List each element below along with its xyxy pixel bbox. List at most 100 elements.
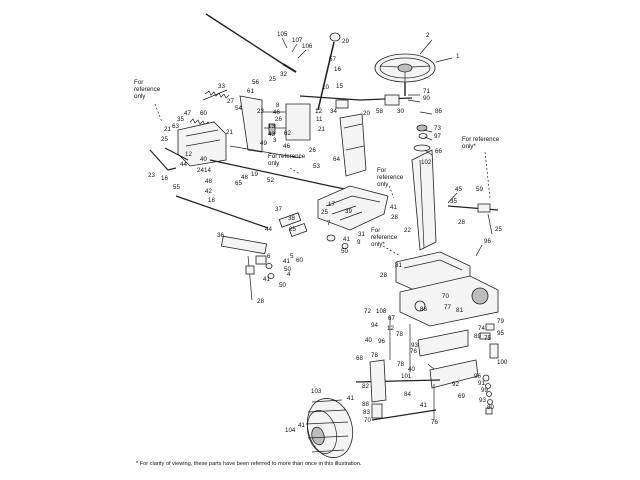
part-callout: 91: [478, 380, 485, 387]
part-callout: 8: [276, 102, 280, 109]
part-callout: 6: [267, 253, 271, 260]
reference-label-line: reference: [134, 86, 161, 93]
part-callout: 99: [481, 387, 488, 394]
part-callout: 18: [208, 197, 215, 204]
part-callout: 90: [423, 95, 430, 102]
part-callout: 95: [497, 330, 504, 337]
part-callout: 93: [479, 397, 486, 404]
part-callout: 70: [442, 293, 449, 300]
part-callout: 21: [226, 129, 233, 136]
part-callout: 28: [380, 272, 387, 279]
part-callout: 1: [456, 53, 460, 60]
part-callout: 79: [497, 318, 504, 325]
reference-label-line: For reference: [462, 136, 500, 143]
reference-label-line: reference: [371, 234, 398, 241]
part-callout: 33: [218, 83, 225, 90]
part-callout: 84: [404, 391, 411, 398]
part-callout: 46: [273, 109, 280, 116]
part-callout: 26: [309, 147, 316, 154]
part-callout: 7: [327, 220, 331, 227]
part-callout: 28: [391, 214, 398, 221]
part-callout: 23: [257, 108, 264, 115]
part-callout: 16: [161, 175, 168, 182]
reference-label-line: only: [134, 93, 146, 100]
part-callout: 105: [277, 31, 288, 38]
part-callout: 108: [376, 308, 387, 315]
part-callout: 60: [296, 257, 303, 264]
part-callout: 10: [322, 84, 329, 91]
part-callout: 37: [275, 206, 282, 213]
part-callout: 107: [292, 37, 303, 44]
part-callout: 57: [329, 56, 336, 63]
part-callout: 22: [404, 227, 411, 234]
knob-part: [329, 32, 341, 42]
part-callout: 32: [280, 71, 287, 78]
part-callout: 34: [330, 108, 337, 115]
part-callout: 5: [290, 253, 294, 260]
part-callout: 92: [452, 381, 459, 388]
part-callout: 41: [390, 204, 397, 211]
part-callout: 43: [268, 131, 275, 138]
part-callout: 47: [184, 110, 191, 117]
part-callout: 97: [434, 133, 441, 140]
part-callout: 15: [336, 83, 343, 90]
part-callout: 58: [376, 108, 383, 115]
part-callout: 94: [371, 322, 378, 329]
part-callout: 50: [279, 282, 286, 289]
part-callout: 75: [484, 335, 491, 342]
part-callout: 50: [341, 248, 348, 255]
part-callout: 76: [410, 348, 417, 355]
part-callout: 104: [285, 427, 296, 434]
part-callout: 103: [311, 388, 322, 395]
part-callout: 41: [263, 276, 270, 283]
part-callout: 78: [396, 331, 403, 338]
part-callout: 27: [227, 98, 234, 105]
part-callout: 70: [364, 417, 371, 424]
reference-label-line: only: [268, 160, 280, 167]
part-callout: 45: [455, 186, 462, 193]
part-callout: 81: [395, 262, 402, 269]
part-callout: 78: [397, 361, 404, 368]
reference-label-line: only*: [371, 241, 385, 248]
part-callout: 4: [287, 271, 291, 278]
steering-wheel: [374, 53, 436, 96]
part-callout: 52: [267, 177, 274, 184]
front-wheel: [305, 398, 354, 458]
part-callout: 36: [217, 232, 224, 239]
part-callout: 102: [421, 159, 432, 166]
part-callout: 41: [347, 395, 354, 402]
part-callout: 62: [284, 130, 291, 137]
part-callout: 73: [434, 125, 441, 132]
part-callout: 23: [148, 172, 155, 179]
part-callout: 30: [397, 108, 404, 115]
part-callout: 28: [257, 298, 264, 305]
reference-label-line: only: [377, 181, 389, 188]
part-callout: 89: [474, 333, 481, 340]
part-callout: 16: [334, 66, 341, 73]
part-callout: 35: [450, 198, 457, 205]
part-callout: 49: [260, 140, 267, 147]
part-callout: 28: [458, 219, 465, 226]
part-callout: 48: [241, 174, 248, 181]
reference-label-line: For: [377, 167, 386, 174]
part-callout: 81: [456, 307, 463, 314]
part-callout: 63: [172, 123, 179, 130]
part-callout: 71: [423, 88, 430, 95]
part-callout: 44: [180, 161, 187, 168]
part-callout: 26: [275, 116, 282, 123]
part-callout: 41: [298, 422, 305, 429]
part-callout: 25: [289, 226, 296, 233]
part-callout: 41: [283, 258, 290, 265]
part-callout: 21: [164, 126, 171, 133]
part-callout: 25: [321, 209, 328, 216]
part-callout: 56: [252, 79, 259, 86]
part-callout: 9: [357, 239, 361, 246]
part-callout: 12: [315, 108, 322, 115]
part-callout: 44: [265, 226, 272, 233]
part-callout: 96: [378, 338, 385, 345]
part-callout: 88: [362, 401, 369, 408]
part-callout: 41: [343, 236, 350, 243]
part-callout: 86: [420, 306, 427, 313]
